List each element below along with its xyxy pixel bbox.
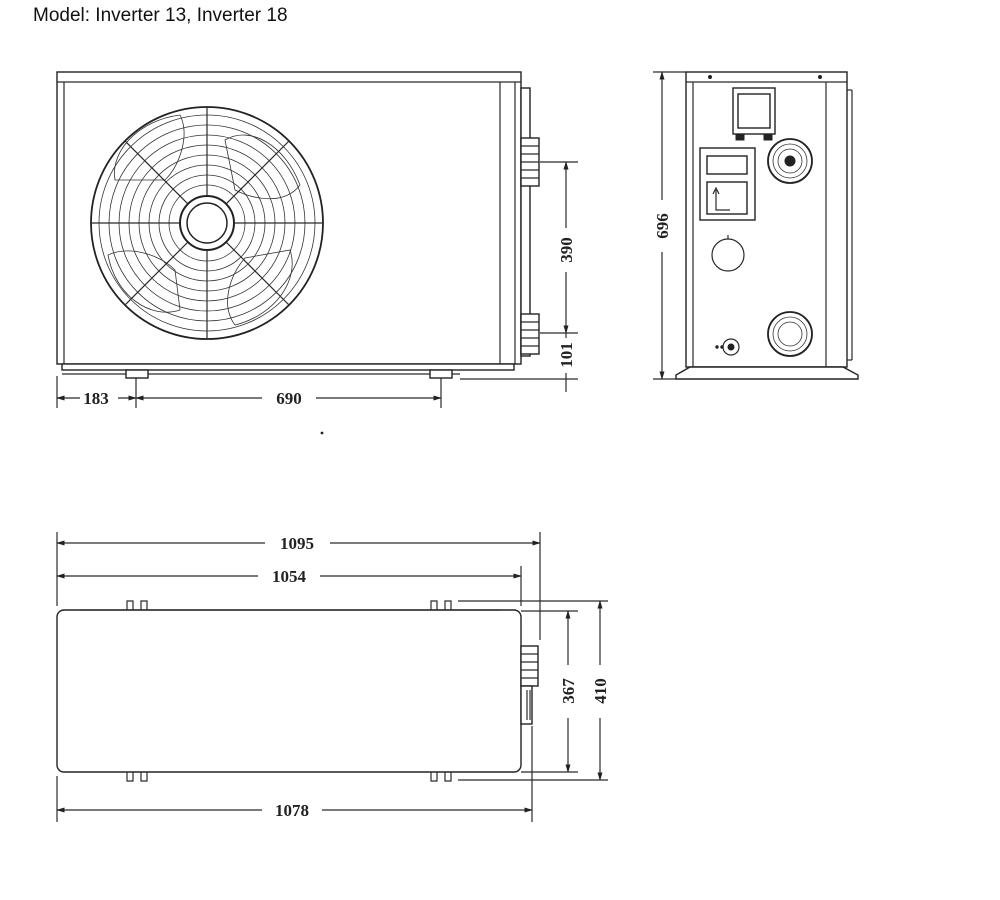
front-side-panel xyxy=(520,87,531,357)
dim-101-label: 101 xyxy=(557,342,576,368)
side-lower-pipe xyxy=(767,311,813,357)
dim-1078-label: 1078 xyxy=(275,801,309,820)
top-casing xyxy=(56,609,522,773)
top-view: 1095 1054 1078 367 410 xyxy=(56,532,610,822)
top-feet xyxy=(126,600,452,782)
model-title: Model: Inverter 13, Inverter 18 xyxy=(33,5,288,26)
electrical-box xyxy=(732,87,776,141)
drain-icon xyxy=(715,338,740,356)
dim-183-label: 183 xyxy=(83,389,109,408)
dim-690-label: 690 xyxy=(276,389,302,408)
front-foot-right xyxy=(429,369,453,379)
dim-367-label: 367 xyxy=(559,678,578,704)
dim-1054-label: 1054 xyxy=(272,567,307,586)
side-view: 696 xyxy=(653,71,859,380)
upper-pipe-connector xyxy=(520,137,540,187)
control-panel xyxy=(699,147,756,221)
side-upper-pipe xyxy=(767,138,813,184)
side-base xyxy=(675,366,859,380)
front-foot-left xyxy=(125,369,149,379)
fan-icon xyxy=(90,106,324,340)
front-view: 183 690 390 101 xyxy=(56,71,578,408)
dim-696-label: 696 xyxy=(653,213,672,239)
lower-pipe-connector xyxy=(520,313,540,355)
top-pipe-connector xyxy=(520,645,539,725)
front-casing xyxy=(56,71,522,365)
dim-410-label: 410 xyxy=(591,678,610,704)
dim-1095-label: 1095 xyxy=(280,534,314,553)
dim-390-label: 390 xyxy=(557,237,576,263)
front-base xyxy=(61,363,515,371)
